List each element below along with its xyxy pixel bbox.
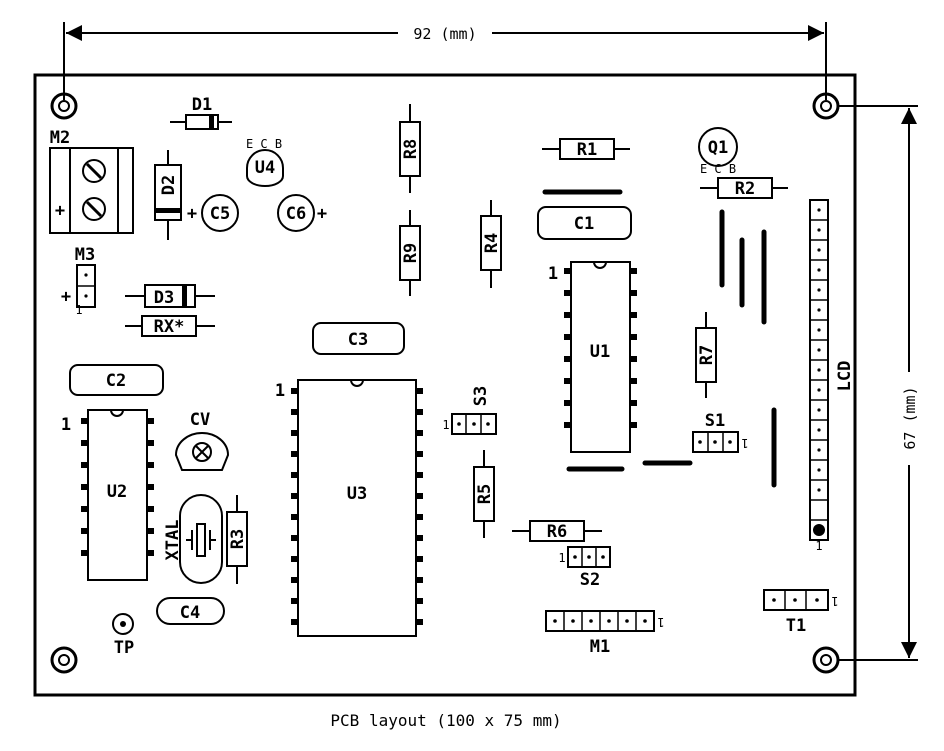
height-dimension: 67 (mm)	[838, 105, 919, 661]
label-r8: R8	[401, 139, 421, 159]
label-r6: R6	[547, 522, 567, 542]
header-t1: 1 T1	[763, 589, 839, 636]
traces	[542, 189, 777, 488]
s3-pin1: 1	[442, 418, 449, 432]
label-u4: U4	[255, 158, 275, 178]
capacitor-c6: C6 +	[277, 194, 327, 232]
capacitor-c4: C4	[156, 597, 225, 625]
height-label: 67 (mm)	[901, 386, 919, 449]
u3-pin1: 1	[275, 381, 285, 401]
label-c1: C1	[574, 214, 594, 234]
trimmer-cv: CV	[174, 410, 230, 471]
label-m1: M1	[590, 637, 610, 657]
resistor-r3: R3	[226, 495, 248, 584]
label-xtal: XTAL	[163, 520, 183, 561]
resistor-r8: R8	[399, 104, 421, 193]
t1-pin1: 1	[831, 594, 838, 608]
label-t1: T1	[786, 616, 806, 636]
label-d3: D3	[154, 288, 174, 308]
label-u1: U1	[590, 342, 610, 362]
capacitor-c2: C2	[69, 364, 164, 396]
resistor-r7: R7	[695, 312, 717, 398]
label-c5: C5	[210, 204, 230, 224]
ic-u2: U2 1	[61, 409, 154, 581]
label-s1: S1	[705, 411, 725, 431]
crystal-xtal: XTAL	[163, 494, 223, 584]
q1-pin-labels: E C B	[700, 162, 736, 176]
label-q1: Q1	[708, 138, 728, 158]
label-r9: R9	[401, 243, 421, 263]
label-s2: S2	[580, 570, 600, 590]
ic-u1: U1 1	[548, 261, 637, 453]
label-r4: R4	[482, 233, 502, 253]
label-cv: CV	[190, 410, 210, 430]
label-m3: M3	[75, 245, 95, 265]
regulator-u4: E C B U4	[246, 137, 284, 187]
label-c2: C2	[106, 371, 126, 391]
label-r7: R7	[697, 345, 717, 365]
label-m2: M2	[50, 128, 70, 148]
label-u2: U2	[107, 482, 127, 502]
test-point-tp: TP	[112, 613, 134, 658]
label-d2: D2	[159, 175, 179, 195]
resistor-r4: R4	[480, 200, 502, 288]
resistor-r6: R6	[512, 520, 602, 542]
resistor-rx: RX*	[125, 315, 215, 337]
header-s2: 1 S2	[558, 546, 611, 590]
capacitor-c3: C3	[312, 322, 405, 355]
label-d1: D1	[192, 95, 212, 115]
m1-pin1: 1	[657, 615, 664, 629]
s2-pin1: 1	[558, 551, 565, 565]
m2-plus: +	[55, 201, 65, 221]
label-tp: TP	[114, 638, 134, 658]
transistor-q1: Q1 E C B	[698, 127, 738, 176]
u4-pin-labels: E C B	[246, 137, 282, 151]
board-outline	[33, 73, 857, 697]
diode-d1: D1	[170, 95, 232, 130]
label-r5: R5	[475, 484, 495, 504]
lcd-pin1: 1	[815, 539, 822, 553]
label-r3: R3	[228, 529, 248, 549]
resistor-r5: R5	[473, 450, 495, 538]
header-m1: 1 M1	[545, 610, 665, 657]
pcb-caption: PCB layout (100 x 75 mm)	[330, 711, 561, 730]
diode-d3: D3	[125, 284, 215, 308]
label-c4: C4	[180, 603, 200, 623]
terminal-m2: M2 +	[49, 128, 134, 234]
resistor-r2: R2	[700, 177, 788, 199]
resistor-r1: R1	[542, 138, 630, 160]
label-r1: R1	[577, 140, 597, 160]
header-m3: M3 + 1	[61, 245, 96, 317]
resistor-r9: R9	[399, 210, 421, 296]
width-dimension: 92 (mm)	[63, 22, 827, 100]
header-s3: S3 1	[442, 386, 497, 435]
u1-pin1: 1	[548, 264, 558, 284]
label-s3: S3	[471, 386, 491, 406]
label-u3: U3	[347, 484, 367, 504]
m3-plus: +	[61, 287, 71, 307]
m3-pin1: 1	[75, 303, 82, 317]
s1-pin1: 1	[741, 436, 748, 450]
label-c3: C3	[348, 330, 368, 350]
diode-d2: D2 +	[154, 150, 197, 240]
u2-pin1: 1	[61, 415, 71, 435]
capacitor-c5: C5	[201, 194, 239, 232]
header-s1: S1 1	[692, 411, 749, 453]
width-label: 92 (mm)	[413, 25, 476, 43]
ic-u3: U3 1	[275, 379, 423, 637]
label-lcd: LCD	[835, 361, 855, 392]
d2-plus: +	[187, 204, 197, 224]
mounting-holes	[50, 92, 840, 674]
label-r2: R2	[735, 179, 755, 199]
label-rx: RX*	[154, 317, 185, 337]
header-lcd: LCD 1	[809, 199, 855, 553]
capacitor-c1: C1	[537, 206, 632, 240]
c6-plus: +	[317, 204, 327, 224]
label-c6: C6	[286, 204, 306, 224]
